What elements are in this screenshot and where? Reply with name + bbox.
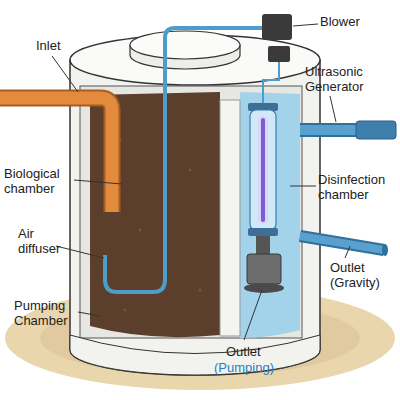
part-label: Disinfection chamber — [318, 172, 400, 202]
ultrasonic-unit — [356, 121, 396, 139]
leader-line — [78, 312, 100, 316]
leader-line — [244, 290, 262, 340]
power-cable — [263, 62, 279, 104]
pipe-end — [382, 244, 388, 256]
pump-base — [244, 283, 284, 293]
part-label: (Pumping) — [214, 360, 294, 375]
blower-box — [262, 14, 292, 40]
leader-line — [56, 246, 104, 258]
inlet-pipe-edge — [0, 98, 112, 212]
pump-shaft — [256, 236, 270, 254]
sludge-speck — [139, 229, 142, 232]
leader-line — [290, 186, 316, 187]
sludge-speck — [199, 289, 202, 292]
water-fill — [240, 92, 300, 338]
leader-line — [52, 56, 78, 92]
lid-top — [130, 31, 240, 59]
uv-lamp — [250, 110, 276, 230]
part-label: Air diffuser — [18, 226, 68, 256]
control-box — [268, 46, 290, 62]
part-label: Inlet — [36, 38, 96, 53]
sludge-speck — [189, 169, 192, 172]
part-label: Pumping Chamber — [14, 298, 84, 328]
ultrasonic-pipe — [300, 125, 358, 135]
lamp-cap — [248, 228, 278, 236]
divider-wall — [220, 100, 240, 336]
part-label: Outlet (Gravity) — [330, 260, 396, 290]
leader-line — [293, 24, 318, 26]
uv-glow — [258, 116, 268, 224]
leader-line — [74, 180, 122, 184]
part-label: Biological chamber — [4, 166, 78, 196]
uv-tube — [261, 118, 265, 222]
gravity-pipe — [300, 236, 384, 250]
gravity-pipe-edge — [300, 236, 384, 250]
part-label: Outlet — [226, 344, 286, 359]
sludge-speck — [124, 309, 127, 312]
ultrasonic-pipe-edge — [300, 123, 358, 137]
leader-line — [345, 246, 350, 258]
tank-base — [70, 335, 320, 375]
part-label: Blower — [320, 14, 390, 29]
leader-line — [330, 96, 336, 122]
inlet-pipe — [0, 98, 112, 212]
air-line — [105, 28, 262, 292]
part-label: Ultrasonic Generator — [305, 64, 390, 94]
pump-body — [247, 254, 281, 284]
